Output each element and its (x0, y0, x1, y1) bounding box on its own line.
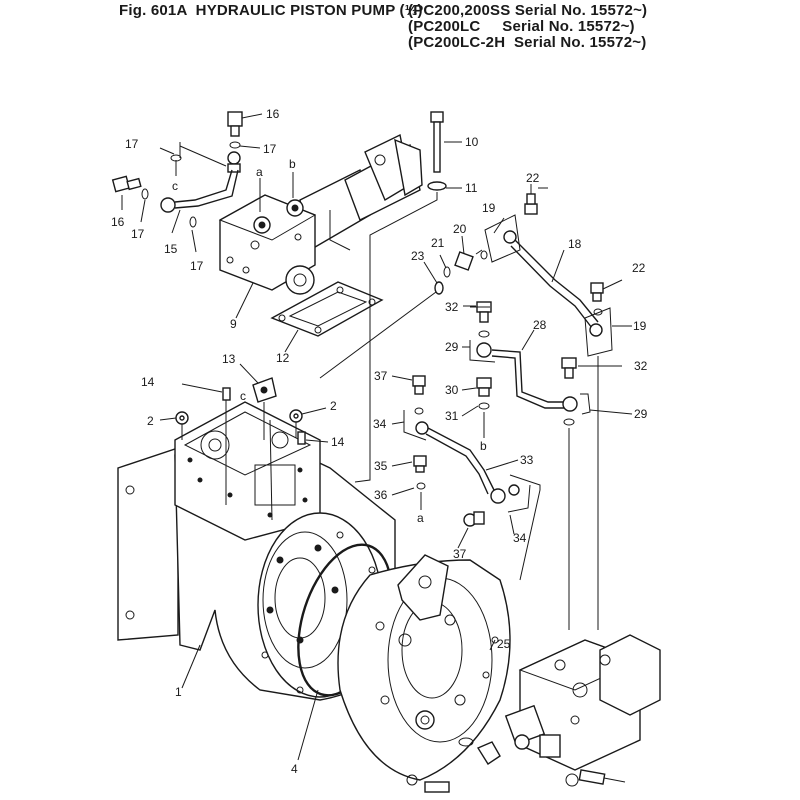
top-clamp-drawing (159, 363, 329, 521)
callout-18: 18 (568, 237, 582, 251)
callout-4: 4 (291, 762, 298, 776)
callout-10: 10 (465, 135, 479, 149)
end-cover-drawing (337, 554, 511, 781)
callout-9: 9 (230, 317, 237, 331)
callout-12: 12 (276, 351, 290, 365)
callout-33: 33 (520, 453, 534, 467)
bolt-10-drawing (329, 111, 462, 483)
connector-a-top: a (256, 165, 263, 179)
callout-25: 25 (497, 637, 511, 651)
gasket-drawing (270, 281, 384, 353)
serial-line-3: (PC200LC-2H Serial No. 15572~) (408, 34, 647, 51)
pipe-33-drawing (403, 375, 541, 581)
callout-23: 23 (411, 249, 425, 263)
callout-35: 35 (374, 459, 388, 473)
control-valve-drawing (406, 634, 661, 793)
callout-34-left: 34 (373, 417, 387, 431)
callout-14-right: 14 (331, 435, 345, 449)
callout-2-right: 2 (330, 399, 337, 413)
callout-16-top: 16 (266, 107, 280, 121)
servo-valve-drawing (218, 133, 423, 319)
callout-32-left: 32 (445, 300, 459, 314)
top-left-fittings-drawing (111, 111, 294, 253)
callout-15: 15 (164, 242, 178, 256)
callout-21: 21 (431, 236, 445, 250)
callout-19-right: 19 (633, 319, 647, 333)
callout-1: 1 (175, 685, 182, 699)
connector-a-mid: a (417, 511, 424, 525)
connector-b-top: b (289, 157, 296, 171)
callout-30: 30 (445, 383, 459, 397)
pump-housing-drawing (117, 401, 396, 701)
callout-11: 11 (465, 181, 478, 195)
callout-2-left: 2 (147, 414, 154, 428)
callout-31: 31 (445, 409, 459, 423)
callout-32-right: 32 (634, 359, 648, 373)
callout-19-top: 19 (482, 201, 496, 215)
callout-36: 36 (374, 488, 388, 502)
callout-17-bottom: 17 (190, 259, 204, 273)
callout-13: 13 (222, 352, 236, 366)
figure-title: Fig. 601A HYDRAULIC PISTON PUMP (⅓) (119, 2, 423, 19)
callout-22-top: 22 (526, 171, 540, 185)
connector-c-mid: c (240, 389, 246, 403)
serial-line-1: (PC200,200SS Serial No. 15572~) (408, 2, 648, 19)
callout-17-top-left: 17 (125, 137, 139, 151)
serial-line-2: (PC200LC Serial No. 15572~) (408, 18, 635, 35)
connector-b-mid: b (480, 439, 487, 453)
callout-29-right: 29 (634, 407, 648, 421)
pipe-18-drawing (319, 184, 623, 379)
callout-17-left: 17 (131, 227, 145, 241)
callout-37-top: 37 (374, 369, 388, 383)
callout-37-bottom: 37 (453, 547, 467, 561)
callout-28: 28 (533, 318, 547, 332)
callout-22-right: 22 (632, 261, 646, 275)
callout-16-left: 16 (111, 215, 125, 229)
callout-29-left: 29 (445, 340, 459, 354)
connector-c-left: c (172, 179, 178, 193)
callout-34-right: 34 (513, 531, 527, 545)
callout-20: 20 (453, 222, 467, 236)
callout-17-top-right: 17 (263, 142, 277, 156)
callout-14-left: 14 (141, 375, 155, 389)
